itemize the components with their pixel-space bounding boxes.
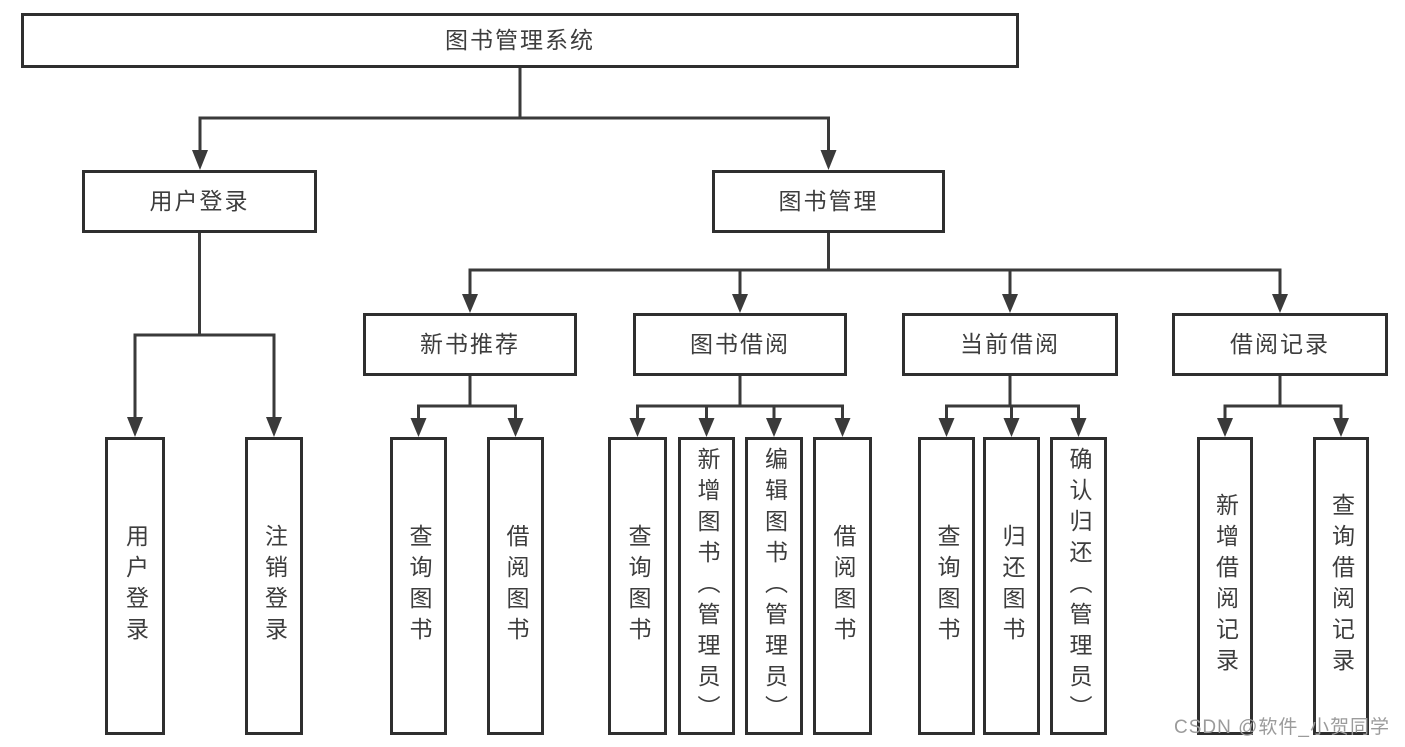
node-new-book-recommendation: 新书推荐 — [363, 313, 577, 376]
node-borrowing-records-label: 借阅记录 — [1230, 331, 1330, 357]
leaf-user-login: 用户登录 — [105, 437, 165, 735]
leaf-query-borrow-record-label: 查询借阅记录 — [1328, 493, 1355, 679]
node-book-borrowing: 图书借阅 — [633, 313, 847, 376]
node-library-management-system-label: 图书管理系统 — [445, 27, 595, 53]
leaf-user-login-label: 用户登录 — [122, 524, 149, 648]
node-book-management-label: 图书管理 — [778, 188, 879, 214]
node-library-management-system: 图书管理系统 — [21, 13, 1019, 68]
connector-user-login-branch — [127, 233, 282, 437]
connector-book-borrowing-branch — [629, 376, 851, 437]
leaf-return-books: 归还图书 — [983, 437, 1040, 735]
leaf-edit-books-admin: 编辑图书（管理员） — [745, 437, 803, 735]
leaf-query-books-current-label: 查询图书 — [934, 524, 960, 648]
leaf-query-books-recommend-label: 查询图书 — [406, 524, 432, 648]
node-user-login-label: 用户登录 — [149, 188, 250, 214]
leaf-query-books-borrowing: 查询图书 — [608, 437, 667, 735]
leaf-borrow-books-borrowing-label: 借阅图书 — [830, 524, 856, 648]
leaf-borrow-books-recommend-label: 借阅图书 — [503, 524, 529, 648]
leaf-query-books-current: 查询图书 — [918, 437, 975, 735]
connector-book-management-branch — [462, 233, 1288, 313]
leaf-add-books-admin-label: 新增图书（管理员） — [694, 446, 720, 726]
leaf-return-books-label: 归还图书 — [999, 524, 1025, 648]
leaf-add-books-admin: 新增图书（管理员） — [678, 437, 735, 735]
csdn-watermark: CSDN @软件_小贺同学 — [1174, 717, 1390, 738]
leaf-add-borrow-record-label: 新增借阅记录 — [1212, 493, 1239, 679]
connector-current-borrowing-branch — [938, 376, 1087, 437]
leaf-logout: 注销登录 — [245, 437, 303, 735]
leaf-confirm-return-admin-label: 确认归还（管理员） — [1066, 446, 1092, 726]
connector-root-branch — [192, 68, 837, 170]
node-user-login: 用户登录 — [82, 170, 317, 233]
leaf-borrow-books-borrowing: 借阅图书 — [813, 437, 872, 735]
leaf-query-books-borrowing-label: 查询图书 — [625, 524, 651, 648]
leaf-logout-label: 注销登录 — [261, 524, 288, 648]
node-book-management: 图书管理 — [712, 170, 945, 233]
node-new-book-recommendation-label: 新书推荐 — [420, 331, 520, 357]
node-current-borrowing: 当前借阅 — [902, 313, 1118, 376]
leaf-query-books-recommend: 查询图书 — [390, 437, 447, 735]
connector-new-book-branch — [410, 376, 524, 437]
leaf-confirm-return-admin: 确认归还（管理员） — [1050, 437, 1107, 735]
node-current-borrowing-label: 当前借阅 — [960, 331, 1060, 357]
node-book-borrowing-label: 图书借阅 — [690, 331, 790, 357]
leaf-borrow-books-recommend: 借阅图书 — [487, 437, 544, 735]
leaf-add-borrow-record: 新增借阅记录 — [1197, 437, 1253, 735]
leaf-edit-books-admin-label: 编辑图书（管理员） — [761, 446, 788, 726]
node-borrowing-records: 借阅记录 — [1172, 313, 1388, 376]
leaf-query-borrow-record: 查询借阅记录 — [1313, 437, 1369, 735]
connector-borrowing-records-branch — [1217, 376, 1349, 437]
